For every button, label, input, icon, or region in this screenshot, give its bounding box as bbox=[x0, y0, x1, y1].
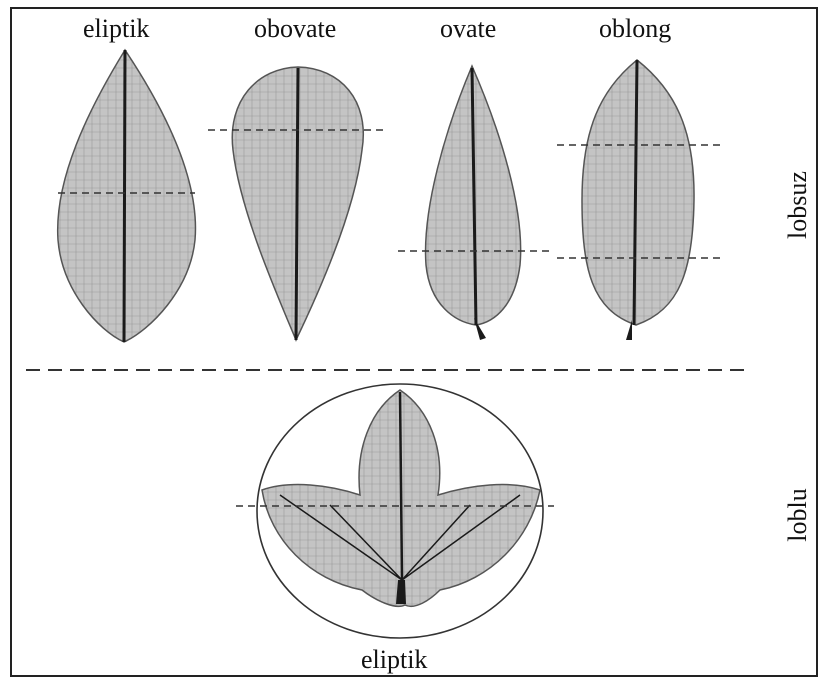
label-loblu: loblu bbox=[783, 485, 813, 545]
leaf-ovate bbox=[398, 66, 550, 340]
label-eliptik: eliptik bbox=[83, 14, 149, 44]
label-obovate: obovate bbox=[254, 14, 336, 44]
label-ovate: ovate bbox=[440, 14, 496, 44]
leaf-obovate bbox=[208, 67, 384, 340]
label-lobsuz: lobsuz bbox=[783, 165, 813, 245]
leaf-oblong bbox=[557, 60, 724, 340]
label-bottom-eliptik: eliptik bbox=[361, 645, 427, 675]
leaf-eliptik bbox=[58, 50, 196, 342]
label-oblong: oblong bbox=[599, 14, 671, 44]
leaf-lobed-eliptik bbox=[236, 384, 554, 638]
